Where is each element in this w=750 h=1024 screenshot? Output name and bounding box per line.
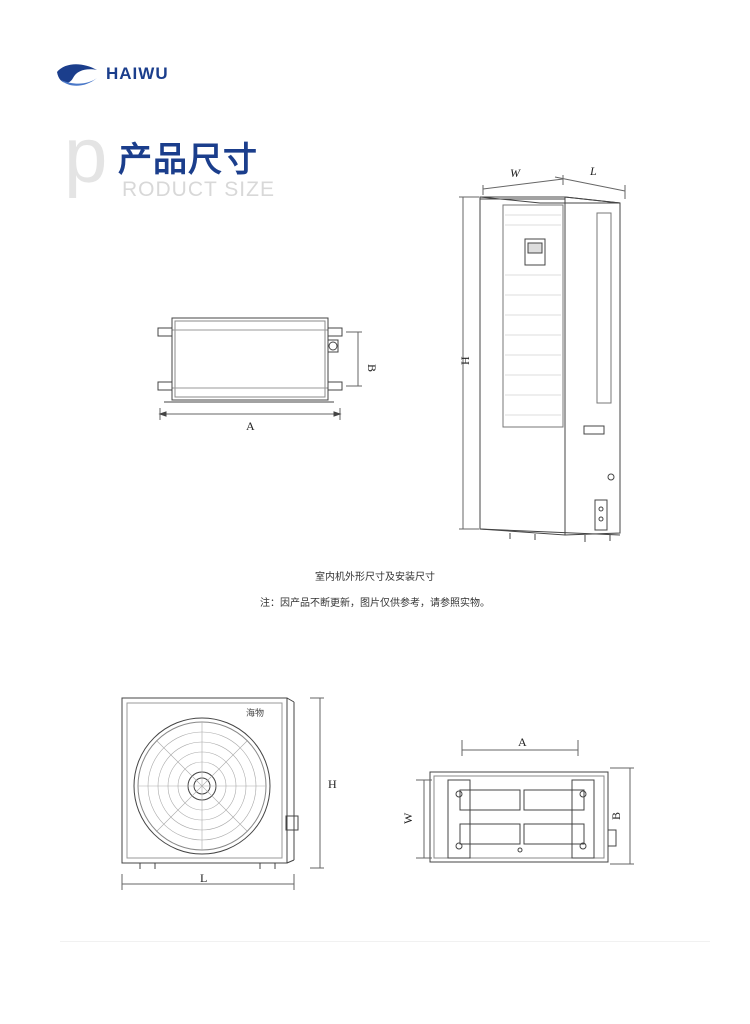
- outdoor-base-drawing: A W B: [402, 735, 634, 865]
- disclaimer-note: 注：因产品不断更新，图片仅供参考，请参照实物。: [260, 598, 490, 609]
- brand-name: HAIWU: [106, 64, 169, 83]
- indoor-unit-label-w: W: [510, 166, 521, 180]
- outdoor-base-label-a: A: [518, 735, 527, 749]
- outdoor-brand-badge: 海物: [246, 707, 264, 718]
- outdoor-base-label-b: B: [609, 812, 623, 820]
- indoor-top-label-b: B: [365, 364, 379, 372]
- indoor-caption: 室内机外形尺寸及安装尺寸: [315, 572, 435, 583]
- header-big-letter: p: [64, 111, 108, 199]
- indoor-unit-label-l: L: [589, 164, 597, 178]
- indoor-unit-drawing: W L H: [458, 164, 626, 542]
- page-subtitle: RODUCT SIZE: [122, 178, 275, 201]
- outdoor-base-label-w: W: [402, 812, 415, 824]
- indoor-top-label-a: A: [246, 419, 255, 433]
- outdoor-front-drawing: 海物 L H: [121, 697, 337, 890]
- indoor-unit-label-h: H: [458, 356, 472, 365]
- outdoor-front-label-l: L: [200, 871, 207, 885]
- outdoor-front-label-h: H: [328, 777, 337, 791]
- footer-divider: [60, 941, 710, 942]
- page-title: 产品尺寸: [118, 140, 258, 180]
- indoor-top-view-drawing: A B: [157, 317, 379, 433]
- haiwu-logo-icon: [57, 64, 97, 86]
